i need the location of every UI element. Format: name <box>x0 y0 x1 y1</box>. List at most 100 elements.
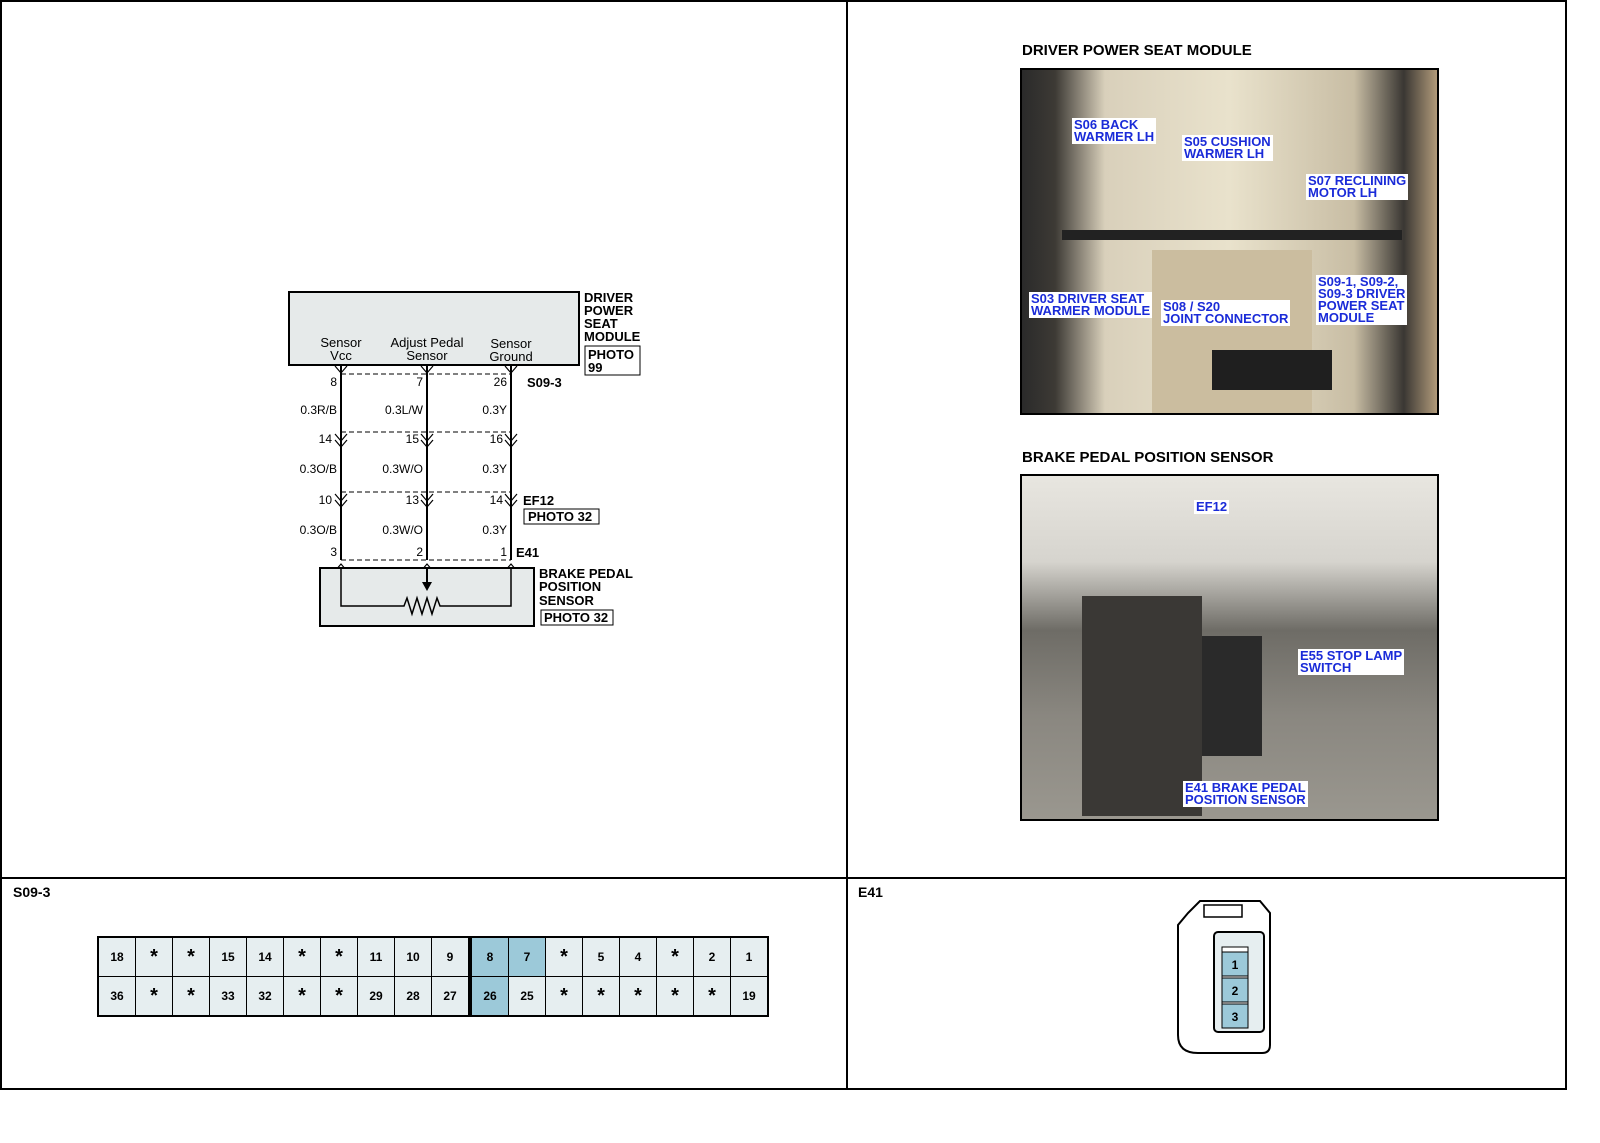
schematic: DRIVER POWER SEAT MODULE PHOTO 99 Sensor… <box>288 290 641 627</box>
wire-label: 0.3R/B <box>300 403 337 417</box>
pin-number: 14 <box>319 432 333 446</box>
pin-cell: 7 <box>508 936 546 977</box>
pin-number: 13 <box>406 493 420 507</box>
module-photo-ref: 99 <box>588 360 602 375</box>
wire-label: 0.3Y <box>482 523 507 537</box>
wire-label: 0.3W/O <box>382 523 423 537</box>
pin-number: 26 <box>494 375 508 389</box>
pin-cell: 33 <box>209 976 247 1017</box>
sensor-name: POSITION <box>539 579 601 594</box>
module-photo-ref: PHOTO <box>588 347 634 362</box>
callout-label: S03 DRIVER SEAT WARMER MODULE <box>1029 291 1153 318</box>
pin-number: 3 <box>330 545 337 559</box>
pin-number: 2 <box>1232 984 1239 998</box>
module-name: DRIVER <box>584 290 634 305</box>
pin-number: 14 <box>490 493 504 507</box>
pin-cell: 29 <box>357 976 395 1017</box>
pin-number: 8 <box>330 375 337 389</box>
pin-cell: * <box>656 936 694 977</box>
pin-number: 16 <box>490 432 504 446</box>
pin-number: 1 <box>500 545 507 559</box>
wire-label: 0.3Y <box>482 403 507 417</box>
callout-label: S07 RECLINING MOTOR LH <box>1306 173 1409 200</box>
wire-label: 0.3O/B <box>300 523 337 537</box>
pin-cell: * <box>283 976 321 1017</box>
pin-cell: * <box>172 976 210 1017</box>
pin-cell: 11 <box>357 936 395 977</box>
pin-label: Sensor <box>406 348 448 363</box>
seat-module-photo: S06 BACK WARMER LH S05 CUSHION WARMER LH… <box>1020 68 1439 415</box>
callout-label: EF12 <box>1194 499 1230 514</box>
pin-cell: * <box>320 936 358 977</box>
pin-cell: * <box>693 976 731 1017</box>
pin-cell: 32 <box>246 976 284 1017</box>
pin-label: Sensor <box>490 336 532 351</box>
callout-label: S06 BACK WARMER LH <box>1072 117 1157 144</box>
photo-title: BRAKE PEDAL POSITION SENSOR <box>1022 449 1274 466</box>
photo-title: DRIVER POWER SEAT MODULE <box>1022 42 1252 59</box>
pin-cell: 4 <box>619 936 657 977</box>
module-name: POWER <box>584 303 634 318</box>
pin-cell: 1 <box>730 936 769 977</box>
photo-ref: PHOTO 32 <box>528 509 592 524</box>
pin-cell: 28 <box>394 976 432 1017</box>
pin-number: 7 <box>416 375 423 389</box>
pin-cell: 10 <box>394 936 432 977</box>
pin-label: Ground <box>489 349 532 364</box>
sensor-name: SENSOR <box>539 593 595 608</box>
pin-cell: 2 <box>693 936 731 977</box>
pin-cell: 19 <box>730 976 769 1017</box>
callout-label: E55 STOP LAMP SWITCH <box>1298 648 1405 675</box>
pin-cell: 5 <box>582 936 620 977</box>
pin-cell: 9 <box>431 936 470 977</box>
wire-label: 0.3O/B <box>300 462 337 476</box>
connector-name: E41 <box>516 545 539 560</box>
module-name: SEAT <box>584 316 618 331</box>
module-name: MODULE <box>584 329 641 344</box>
pin-cell: 36 <box>97 976 136 1017</box>
pin-cell: * <box>619 976 657 1017</box>
pin-cell: * <box>320 976 358 1017</box>
pin-cell: 15 <box>209 936 247 977</box>
pin-cell: * <box>135 976 173 1017</box>
wire-label: 0.3Y <box>482 462 507 476</box>
pin-label: Vcc <box>330 348 352 363</box>
callout-label: S05 CUSHION WARMER LH <box>1182 134 1273 161</box>
brake-sensor-photo: EF12 E55 STOP LAMP SWITCH E41 BRAKE PEDA… <box>1020 474 1439 821</box>
pin-number: 1 <box>1232 958 1239 972</box>
pin-cell: * <box>545 976 583 1017</box>
resistor-symbol <box>340 568 512 617</box>
callout-label: S09-1, S09-2, S09-3 DRIVER POWER SEAT MO… <box>1316 274 1408 325</box>
pin-cell: * <box>135 936 173 977</box>
outer-frame <box>0 0 1567 1090</box>
photo-ref: PHOTO 32 <box>544 610 608 625</box>
pin-number: 3 <box>1232 1010 1239 1024</box>
pin-label: Sensor <box>320 335 362 350</box>
pin-cell: * <box>283 936 321 977</box>
connector-name: S09-3 <box>527 375 562 390</box>
pin-cell: 18 <box>97 936 136 977</box>
e41-connector-face: 1 2 3 <box>1177 900 1271 1054</box>
pin-cell: * <box>656 976 694 1017</box>
pin-cell: * <box>172 936 210 977</box>
vertical-divider <box>846 0 848 1088</box>
callout-label: E41 BRAKE PEDAL POSITION SENSOR <box>1183 780 1308 807</box>
horizontal-divider <box>0 877 1565 879</box>
pin-number: 2 <box>416 545 423 559</box>
wire-label: 0.3L/W <box>385 403 424 417</box>
callout-label: S08 / S20 JOINT CONNECTOR <box>1161 299 1291 326</box>
pin-cell: 26 <box>470 976 509 1017</box>
pin-number: 10 <box>319 493 333 507</box>
pin-cell: * <box>582 976 620 1017</box>
connector-view-title: E41 <box>858 884 883 900</box>
pin-cell: 25 <box>508 976 546 1017</box>
module-box <box>288 291 580 366</box>
connector-name: EF12 <box>523 493 554 508</box>
wire-label: 0.3W/O <box>382 462 423 476</box>
pin-cell: 27 <box>431 976 470 1017</box>
pin-cell: 14 <box>246 936 284 977</box>
pin-cell: * <box>545 936 583 977</box>
